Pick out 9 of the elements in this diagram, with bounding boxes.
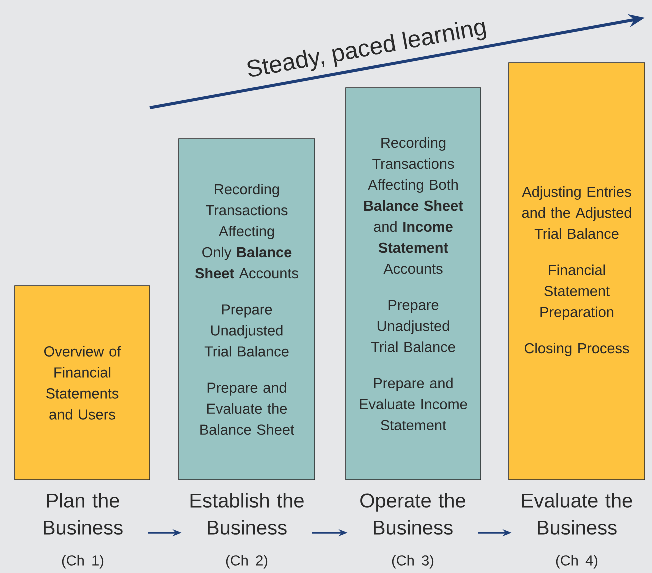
stage-label: Plan the Business (Ch 1): [44, 493, 123, 569]
stage-label: Operate the Business (Ch 3): [360, 493, 466, 569]
text-bar: Overview of Financial Statements and Users: [14, 286, 150, 480]
text-bar: Adjusting Entries and the Adjusted Trial Balance Financial Statement Preparation Closing Process: [508, 62, 646, 480]
arrow-label: Steady, paced learning: [248, 22, 486, 77]
stage-label: Evaluate the Business (Ch 4): [522, 493, 632, 569]
text-bar: Recording Transactions Affecting Both Balance Sheet and Income Statement Accounts Prepare Unadjusted Trial Balance Prepare and Evaluate Income Statement: [346, 88, 482, 480]
stage-label: Establish the Business (Ch 2): [190, 493, 304, 569]
text-bar: Recording Transactions Affecting Only Balance Sheet Accounts Prepare Unadjusted Trial Balance Prepare and Evaluate the Balance Sheet: [178, 138, 316, 480]
